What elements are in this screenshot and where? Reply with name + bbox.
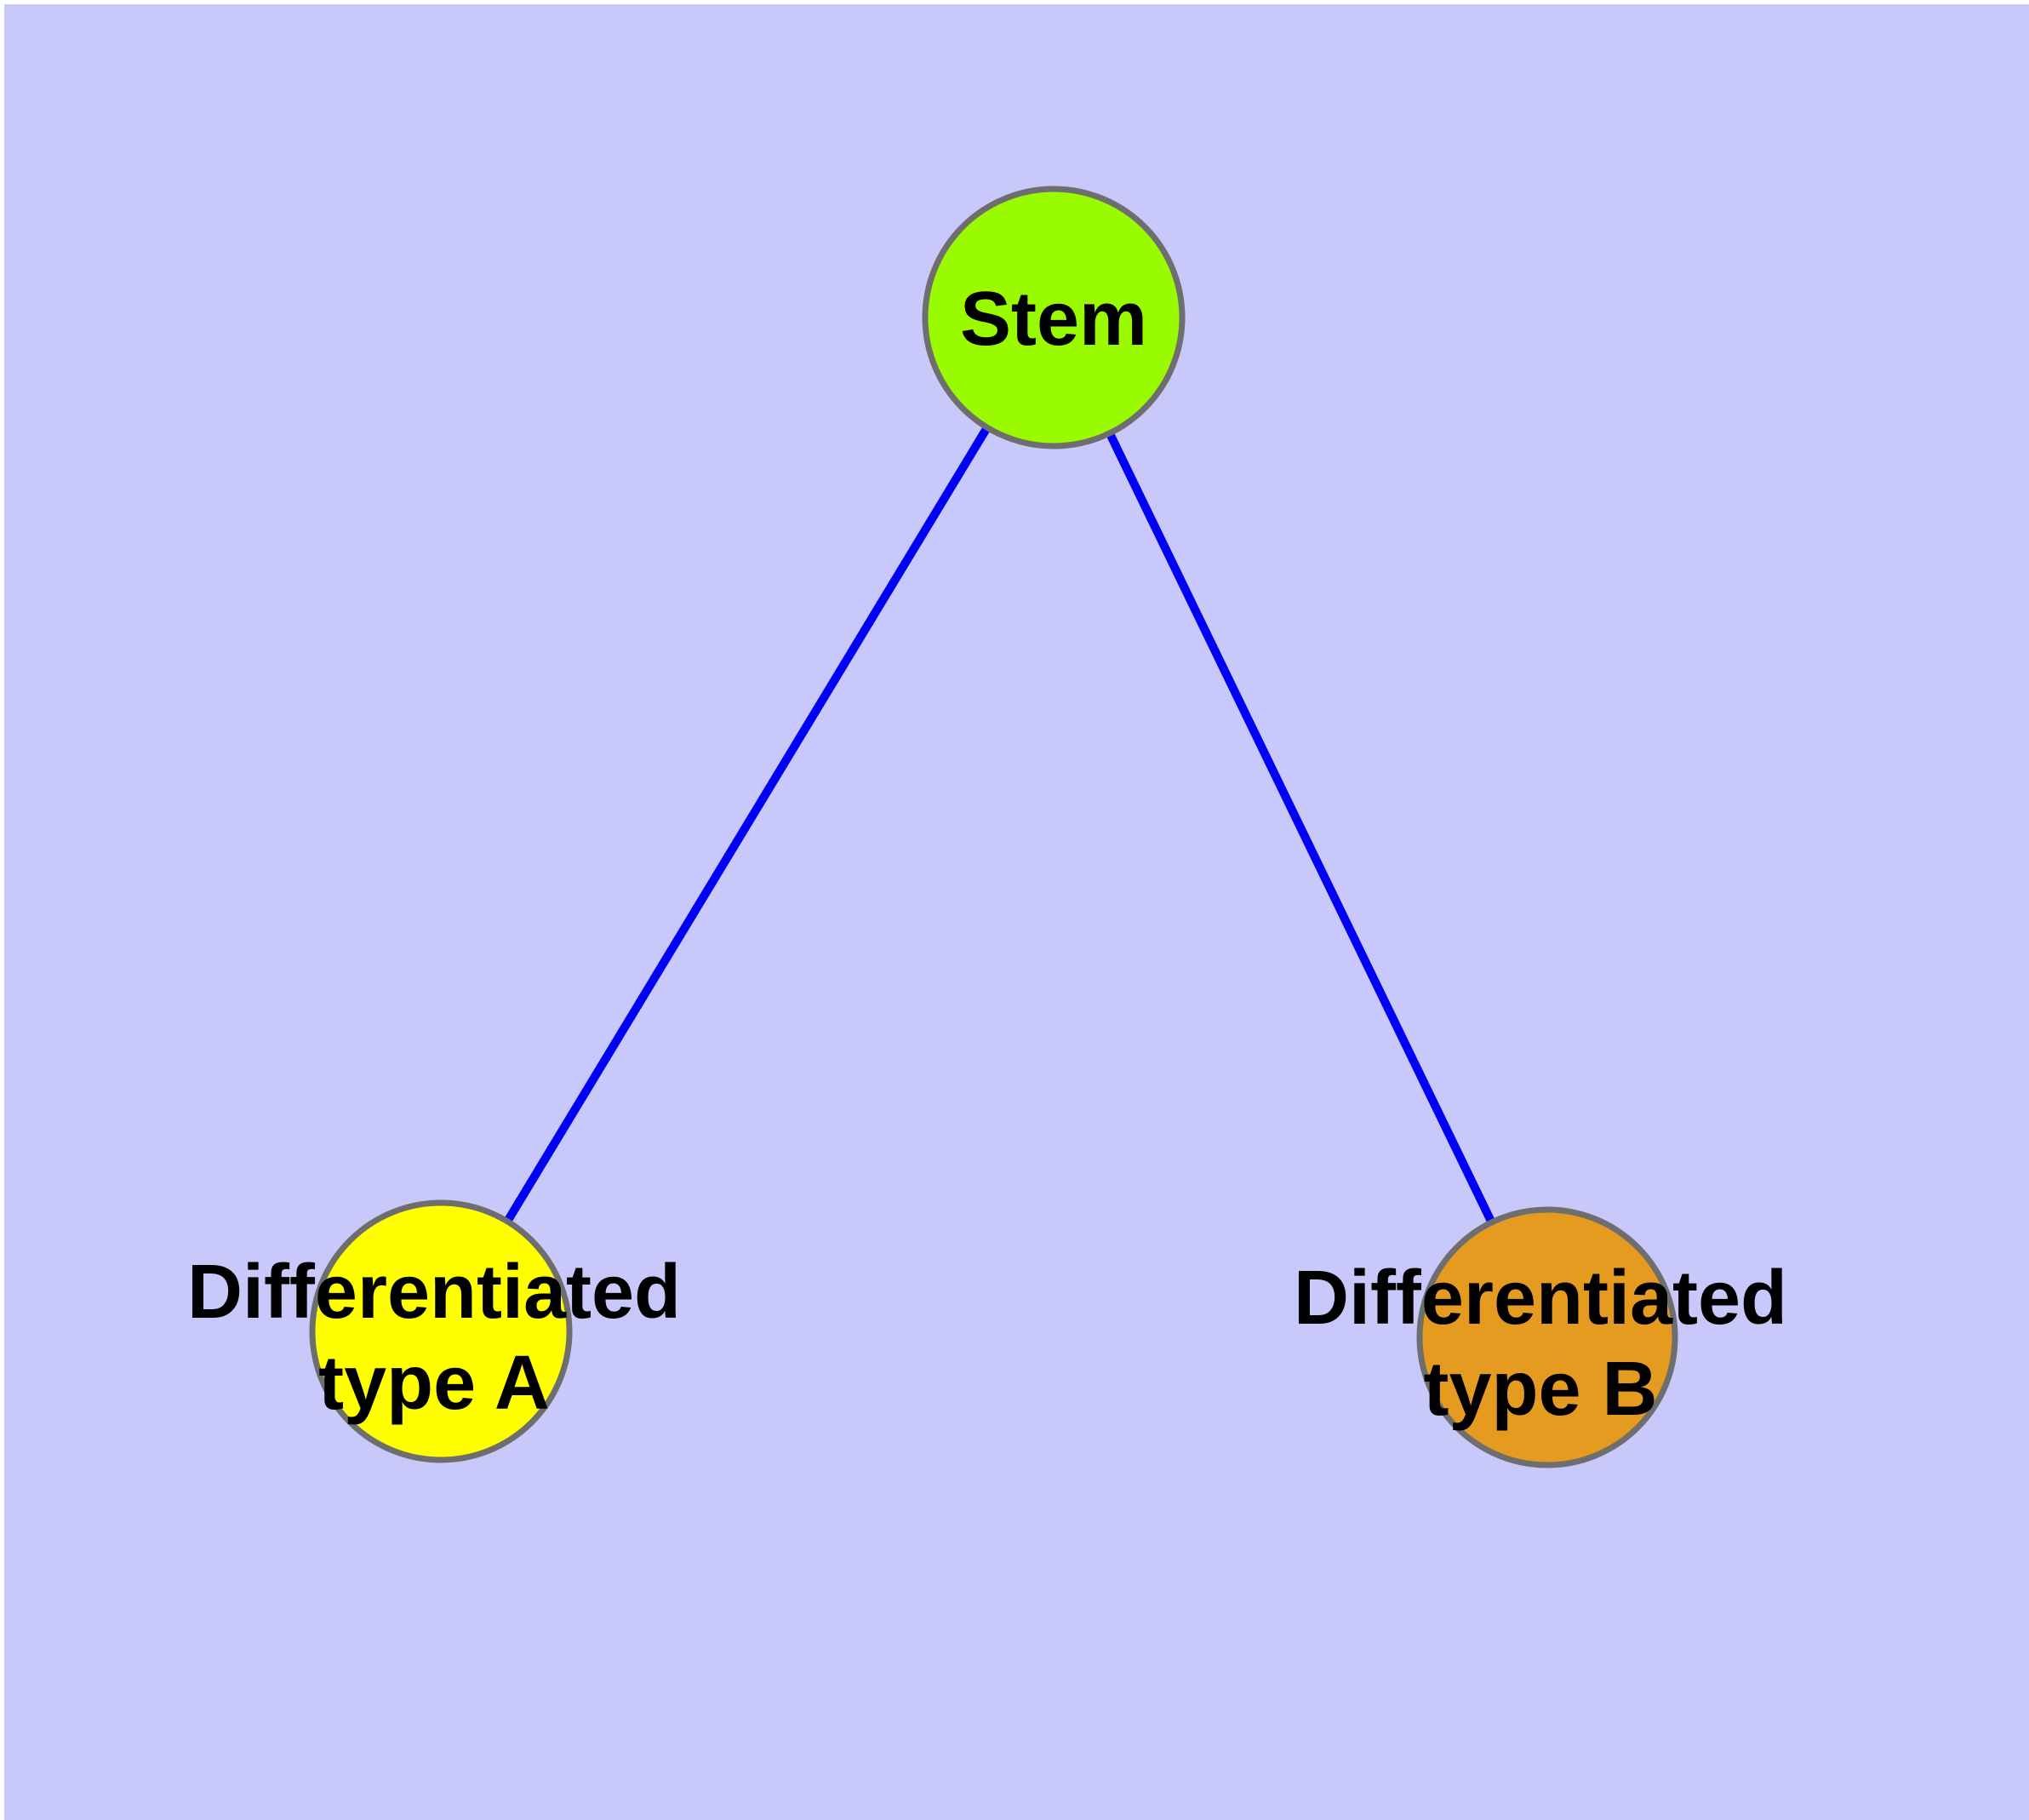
- node-type-b-label-line1: Differentiated: [1294, 1256, 1787, 1341]
- node-type-b-label-line2: type B: [1423, 1347, 1657, 1432]
- edge-stem-to-type-a: [437, 315, 1058, 1334]
- node-differentiated-type-a: [309, 1199, 573, 1463]
- edge-stem-to-type-b: [1049, 315, 1552, 1340]
- node-differentiated-type-b: [1416, 1206, 1678, 1468]
- node-stem: [922, 186, 1186, 449]
- node-type-a-label-line1: Differentiated: [187, 1250, 681, 1335]
- node-type-a-label-line2: type A: [318, 1341, 550, 1426]
- node-stem-label: Stem: [960, 277, 1147, 362]
